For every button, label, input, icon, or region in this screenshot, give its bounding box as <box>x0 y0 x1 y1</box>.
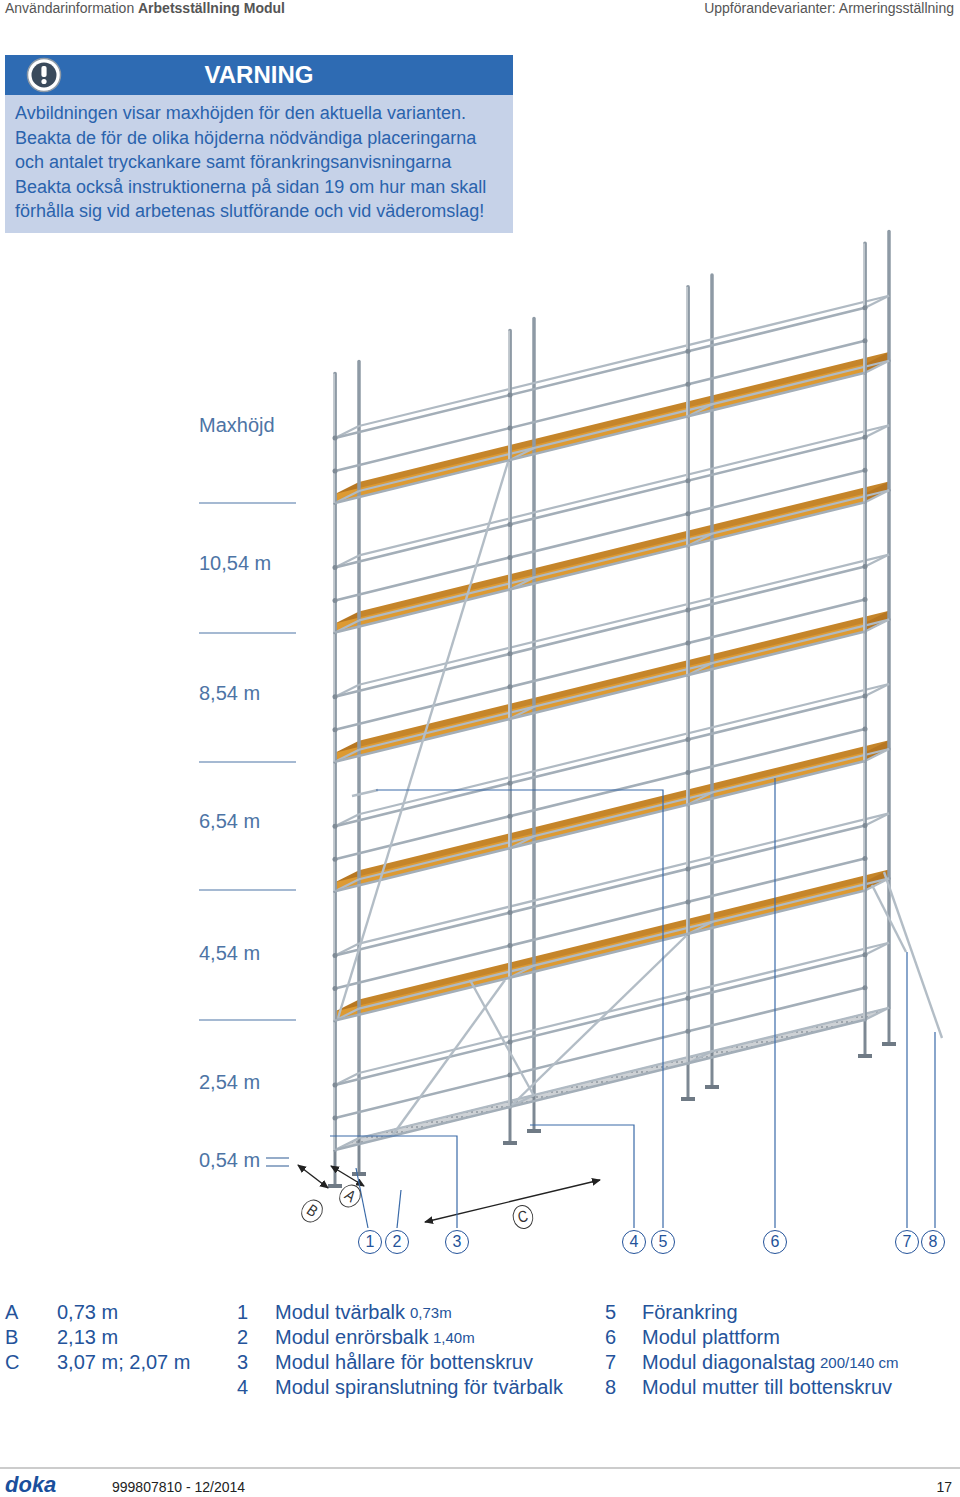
height-label: 4,54 m <box>199 941 260 965</box>
scaffold-braces <box>338 462 942 1136</box>
header-text: Användarinformation <box>5 0 134 17</box>
footer-text: 17 <box>936 1479 952 1496</box>
logo: doka <box>5 1472 56 1497</box>
header-text: Uppförandevarianter: Armeringsställning <box>704 0 954 17</box>
legend-key: 6 <box>605 1325 616 1349</box>
dimension-arrows <box>298 1165 600 1222</box>
legend-text: Modul plattform <box>642 1325 780 1349</box>
height-label: 0,54 m <box>199 1148 260 1172</box>
callout-number: 5 <box>651 1230 675 1254</box>
callout-number: 7 <box>895 1230 919 1254</box>
warning-text: Avbildningen visar maxhöjden för den akt… <box>5 95 513 233</box>
legend-key: 3 <box>237 1350 248 1374</box>
header-text: Arbetsställning Modul <box>138 0 285 17</box>
callout-number: 3 <box>445 1230 469 1254</box>
footer-rule <box>0 1468 960 1469</box>
legend-text: Modul hållare för bottenskruv <box>275 1350 533 1374</box>
legend-text: Modul diagonalstag <box>642 1350 815 1374</box>
legend-key: A <box>5 1300 18 1324</box>
height-label: 8,54 m <box>199 681 260 705</box>
dimension-letter: C <box>510 1203 535 1231</box>
warning-title: VARNING <box>205 55 314 95</box>
legend-text: 3,07 m; 2,07 m <box>57 1350 190 1374</box>
height-marker-lines <box>199 503 296 1166</box>
legend-text: Förankring <box>642 1300 738 1324</box>
legend-key: 8 <box>605 1375 616 1399</box>
legend-size: 200/140 cm <box>820 1354 898 1372</box>
callout-number: 2 <box>385 1230 409 1254</box>
callout-number: 6 <box>763 1230 787 1254</box>
dimension-letter: B <box>297 1195 327 1226</box>
legend-key: 5 <box>605 1300 616 1324</box>
legend-text: Modul mutter till bottenskruv <box>642 1375 892 1399</box>
height-label: 2,54 m <box>199 1070 260 1094</box>
legend-size: 0,73m <box>410 1304 452 1322</box>
height-label: 10,54 m <box>199 551 271 575</box>
legend-text: 0,73 m <box>57 1300 118 1324</box>
legend-key: 1 <box>237 1300 248 1324</box>
callout-leaders <box>330 778 935 1228</box>
warning-header: VARNING <box>5 55 513 95</box>
warning-box: VARNINGAvbildningen visar maxhöjden för … <box>5 55 513 233</box>
legend-key: B <box>5 1325 18 1349</box>
legend-key: 4 <box>237 1375 248 1399</box>
footer-text: 999807810 - 12/2014 <box>112 1479 245 1496</box>
legend-key: C <box>5 1350 19 1374</box>
warning-icon <box>26 57 62 93</box>
legend-text: Modul enrörsbalk <box>275 1325 428 1349</box>
scaffold-frames <box>333 231 890 1150</box>
legend-text: Modul tvärbalk <box>275 1300 405 1324</box>
legend-text: 2,13 m <box>57 1325 118 1349</box>
legend-key: 2 <box>237 1325 248 1349</box>
legend-key: 7 <box>605 1350 616 1374</box>
height-label: 6,54 m <box>199 809 260 833</box>
callout-number: 1 <box>358 1230 382 1254</box>
height-label: Maxhöjd <box>199 413 275 437</box>
legend-size: 1,40m <box>433 1329 475 1347</box>
legend-text: Modul spiranslutning för tvärbalk <box>275 1375 563 1399</box>
callout-number: 4 <box>622 1230 646 1254</box>
callout-number: 8 <box>921 1230 945 1254</box>
